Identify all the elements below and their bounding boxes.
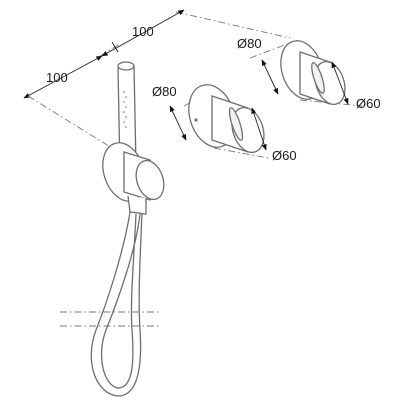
shower-hose	[90, 211, 143, 397]
dimension-label-rear-handle: Ø60	[356, 96, 381, 111]
dimension-label-front-handle: Ø60	[272, 148, 297, 163]
dimension-label-top: 100	[132, 24, 154, 39]
dimension-left: 100	[23, 55, 113, 149]
dimension-label-left: 100	[46, 70, 68, 85]
spray-holes	[123, 91, 127, 128]
valve-front-indicator-dot	[194, 118, 198, 122]
valve-front: Ø80 Ø60	[152, 84, 297, 163]
hose-break-lines	[60, 311, 160, 327]
dimension-label-front-diameter: Ø80	[152, 84, 177, 99]
hand-shower-assembly	[102, 61, 165, 215]
dimension-label-rear-diameter: Ø80	[237, 36, 262, 51]
valve-rear: Ø80 Ø60	[237, 36, 381, 111]
dimension-top: 100	[99, 9, 291, 57]
